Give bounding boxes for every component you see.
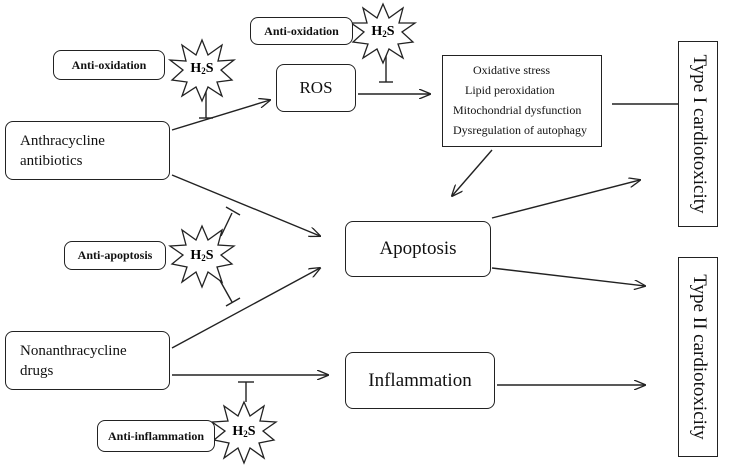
- arrow-anthracycline-to-ros: [171, 100, 270, 131]
- arrow-apoptosis-to-type1: [491, 180, 640, 219]
- anti-inflammation-label: Anti-inflammation: [97, 420, 215, 452]
- arrow-nonanthracycline-to-apoptosis: [171, 268, 320, 349]
- h2s-starburst-3: [168, 224, 236, 289]
- inhibit-bar-apoptosis-upper: [225, 206, 241, 216]
- anthracycline-antibiotics-box: Anthracycline antibiotics: [5, 121, 170, 180]
- h2s-starburst-4: [210, 400, 278, 465]
- type1-cardiotoxicity-box: Type I cardiotoxicity: [678, 41, 718, 227]
- type1-cardiotoxicity-label: Type I cardiotoxicity: [689, 54, 710, 214]
- type2-cardiotoxicity-label: Type II cardiotoxicity: [689, 274, 710, 440]
- nonanthracycline-line2: drugs: [20, 362, 54, 379]
- effect-mitochondrial-dysfunction: Mitochondrial dysfunction: [453, 103, 582, 117]
- h2s-starburst-2: [348, 2, 418, 65]
- inflammation-box: Inflammation: [345, 352, 495, 409]
- inhibit-line-apoptosis-upper: [220, 212, 233, 237]
- nonanthracycline-line1: Nonanthracycline: [20, 342, 127, 359]
- h2s-label-2: H2S: [371, 24, 395, 39]
- ros-box: ROS: [276, 64, 356, 112]
- type2-cardiotoxicity-box: Type II cardiotoxicity: [678, 257, 718, 457]
- effect-dysregulation-autophagy: Dysregulation of autophagy: [453, 123, 587, 137]
- anthracycline-line2: antibiotics: [20, 152, 83, 169]
- h2s-label-4: H2S: [232, 424, 256, 439]
- arrow-effects-to-apoptosis: [452, 149, 493, 196]
- h2s-label-1: H2S: [190, 61, 214, 76]
- effect-oxidative-stress: Oxidative stress: [473, 63, 550, 77]
- arrow-anthracycline-to-apoptosis: [171, 174, 320, 236]
- arrow-apoptosis-to-type2: [491, 267, 645, 286]
- h2s-starburst-1: [167, 38, 237, 103]
- anti-oxidation-label-2: Anti-oxidation: [250, 17, 353, 45]
- h2s-label-3: H2S: [190, 248, 214, 263]
- effect-lipid-peroxidation: Lipid peroxidation: [465, 83, 555, 97]
- anthracycline-line1: Anthracycline: [20, 132, 105, 149]
- inhibit-bar-apoptosis-lower: [225, 297, 241, 307]
- apoptosis-box: Apoptosis: [345, 221, 491, 277]
- anti-apoptosis-label: Anti-apoptosis: [64, 241, 166, 270]
- oxidative-effects-box: Oxidative stress Lipid peroxidation Mito…: [442, 55, 602, 147]
- anti-oxidation-label-1: Anti-oxidation: [53, 50, 165, 80]
- nonanthracycline-drugs-box: Nonanthracycline drugs: [5, 331, 170, 390]
